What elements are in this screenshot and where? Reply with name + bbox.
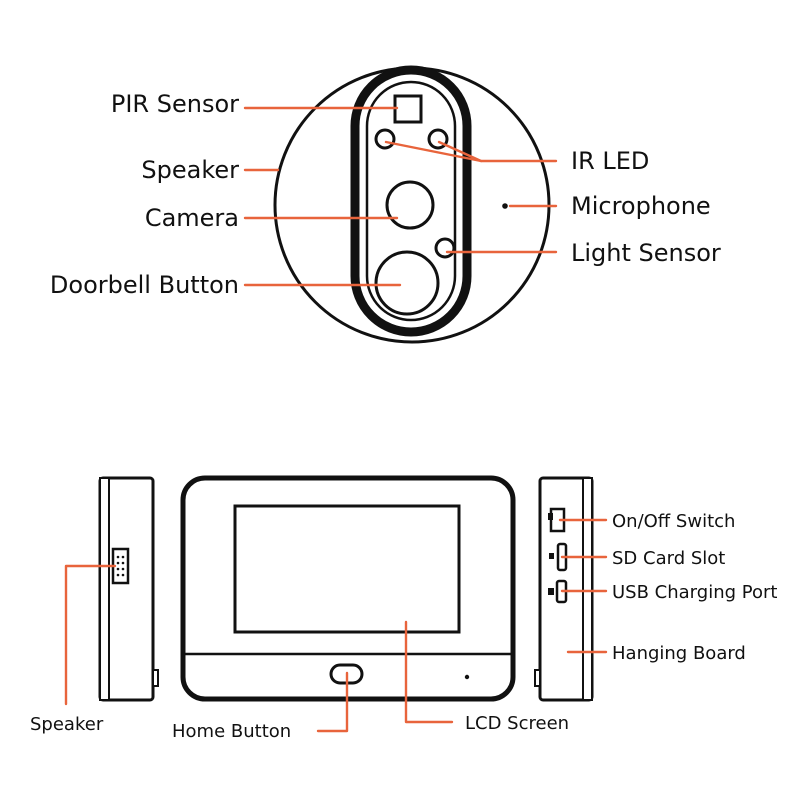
doorbell-button-shape: [374, 250, 440, 316]
monitor-labels: Speaker Home Button LCD Screen On/Off Sw…: [30, 511, 777, 742]
label-hanging-board: Hanging Board: [612, 643, 746, 664]
doorbell-unit: [273, 65, 551, 344]
microphone-hole: [502, 203, 508, 209]
label-light-sensor: Light Sensor: [571, 239, 721, 267]
monitor-leader-lines: [64, 518, 608, 733]
label-lcd-screen: LCD Screen: [465, 713, 569, 734]
doorbell-labels: PIR Sensor Speaker Camera Doorbell Butto…: [50, 90, 721, 299]
right-side-strip: [582, 477, 593, 701]
label-home-button: Home Button: [172, 721, 291, 742]
label-speaker-top: Speaker: [141, 156, 239, 184]
leader-home-button: [316, 671, 349, 733]
label-sd-card-slot: SD Card Slot: [612, 548, 725, 569]
monitor-right-side: [534, 476, 594, 702]
speaker-grille-dots: [116, 555, 125, 577]
lcd-screen-panel: [233, 504, 461, 634]
pir-sensor-window: [393, 94, 423, 124]
leader-ir-led-right: [437, 140, 558, 163]
leader-lcd-screen: [404, 620, 454, 724]
leader-speaker-side: [64, 564, 117, 706]
label-onoff-switch: On/Off Switch: [612, 511, 735, 532]
label-doorbell-button: Doorbell Button: [50, 271, 239, 299]
onoff-switch-knob: [548, 513, 553, 520]
usb-port-mark: [548, 588, 554, 595]
left-side-strip: [99, 477, 110, 701]
monitor-left-side: [98, 476, 159, 702]
label-camera: Camera: [145, 204, 239, 232]
right-side-knob: [534, 669, 541, 687]
indicator-led: [464, 674, 470, 680]
sd-card-mark: [549, 553, 554, 559]
label-microphone: Microphone: [571, 192, 711, 220]
label-pir-sensor: PIR Sensor: [111, 90, 239, 118]
label-usb-charging-port: USB Charging Port: [612, 582, 777, 603]
label-ir-led: IR LED: [571, 147, 649, 175]
monitor-front: [180, 475, 516, 702]
leader-ir-led-left: [384, 140, 483, 163]
light-sensor-dot: [434, 237, 456, 259]
doorbell-leader-lines: [243, 106, 558, 287]
camera-lens: [385, 180, 435, 230]
left-side-knob: [152, 669, 159, 687]
label-speaker-side: Speaker: [30, 714, 104, 735]
ir-led-left: [374, 128, 396, 150]
